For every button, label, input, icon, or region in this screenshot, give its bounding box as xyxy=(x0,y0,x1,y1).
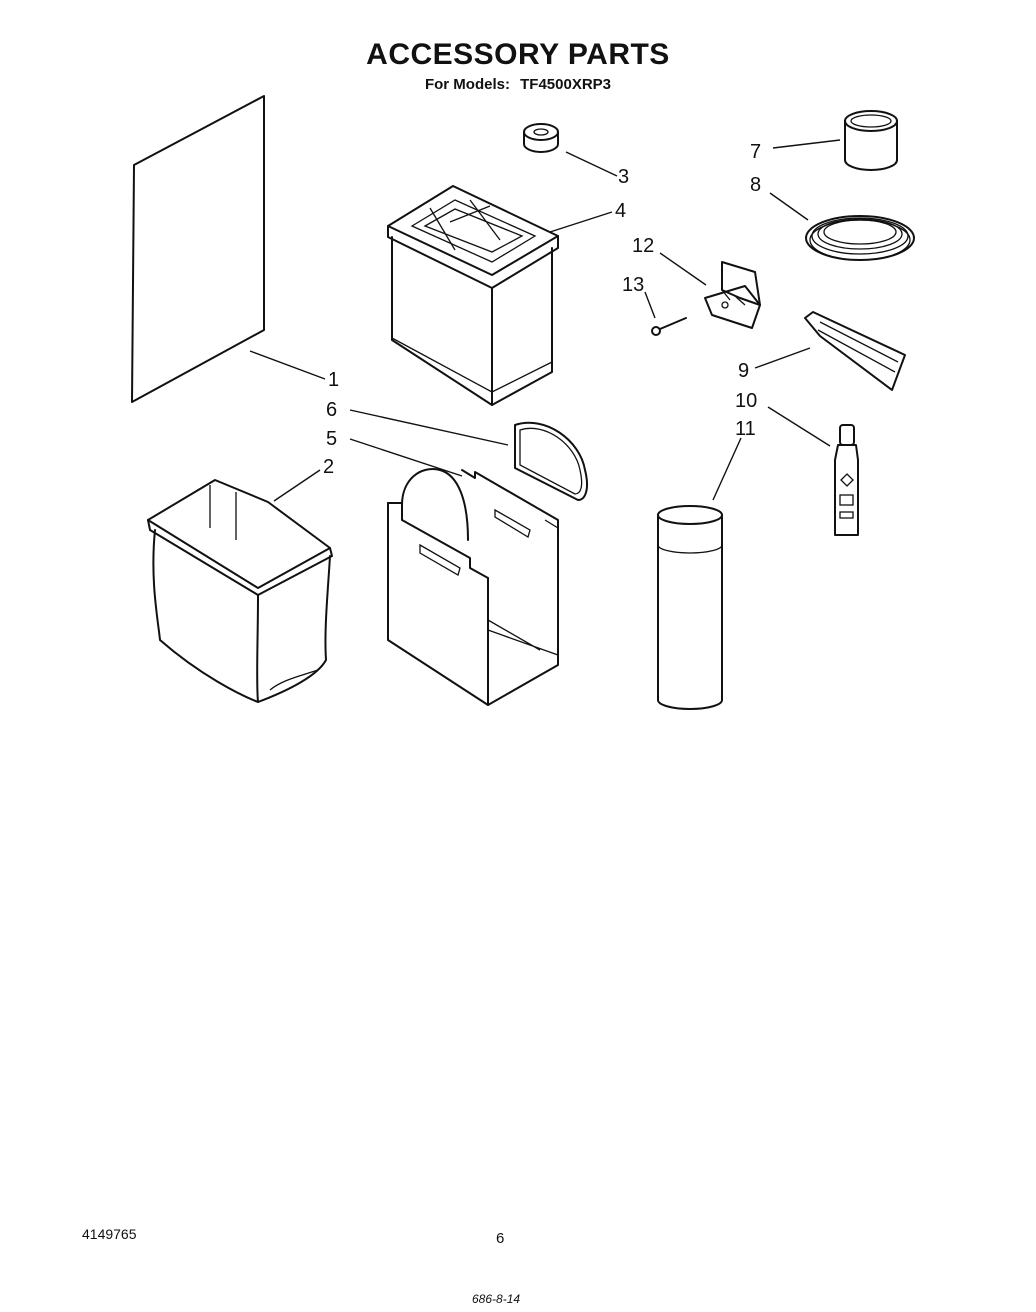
callout-3: 3 xyxy=(618,166,629,188)
callout-4: 4 xyxy=(615,200,626,222)
models-label: For Models: xyxy=(424,76,510,93)
leader-8 xyxy=(769,192,809,221)
part-8-hose xyxy=(805,215,915,261)
page-title: ACCESSORY PARTS xyxy=(366,38,670,71)
part-3-cap xyxy=(523,123,559,153)
part-13-screw xyxy=(651,317,687,336)
callout-6: 6 xyxy=(326,399,337,421)
callout-2: 2 xyxy=(323,456,334,478)
part-5-box xyxy=(387,468,559,706)
callout-labels: 1 2 3 4 5 6 7 8 9 10 11 12 13 xyxy=(323,141,761,478)
leader-9 xyxy=(754,347,811,369)
callout-8: 8 xyxy=(750,174,761,196)
models-value: TF4500XRP3 xyxy=(520,76,612,93)
leader-4 xyxy=(549,211,613,233)
callout-5: 5 xyxy=(326,428,337,450)
leader-13 xyxy=(644,291,656,319)
leader-5 xyxy=(349,438,463,477)
part-2-bag xyxy=(147,479,333,703)
leader-2 xyxy=(273,469,321,502)
document-code: 686-8-14 xyxy=(472,1292,521,1306)
leader-10 xyxy=(767,406,831,447)
part-6-gasket xyxy=(514,421,588,501)
part-number: 4149765 xyxy=(82,1226,137,1242)
callout-13: 13 xyxy=(622,274,644,296)
leader-11 xyxy=(712,437,742,501)
leader-3 xyxy=(565,151,618,177)
callout-12: 12 xyxy=(632,235,654,257)
leader-12 xyxy=(659,252,707,286)
part-1-sheet xyxy=(131,95,265,403)
part-11-can xyxy=(657,505,723,710)
part-12-bracket xyxy=(704,261,761,329)
callout-10: 10 xyxy=(735,390,757,412)
models-line: For Models: TF4500XRP3 xyxy=(0,76,1036,93)
callout-9: 9 xyxy=(738,360,749,382)
callout-7: 7 xyxy=(750,141,761,163)
part-10-bottle xyxy=(834,424,859,536)
part-4-bucket xyxy=(387,185,559,406)
page-number: 6 xyxy=(496,1230,505,1247)
leader-1 xyxy=(249,350,326,380)
part-7-jar xyxy=(844,110,898,171)
leader-7 xyxy=(772,139,841,149)
part-9-tube xyxy=(804,311,906,391)
callout-1: 1 xyxy=(328,369,339,391)
leader-lines xyxy=(249,139,841,502)
callout-11: 11 xyxy=(735,418,756,440)
leader-6 xyxy=(349,409,509,446)
